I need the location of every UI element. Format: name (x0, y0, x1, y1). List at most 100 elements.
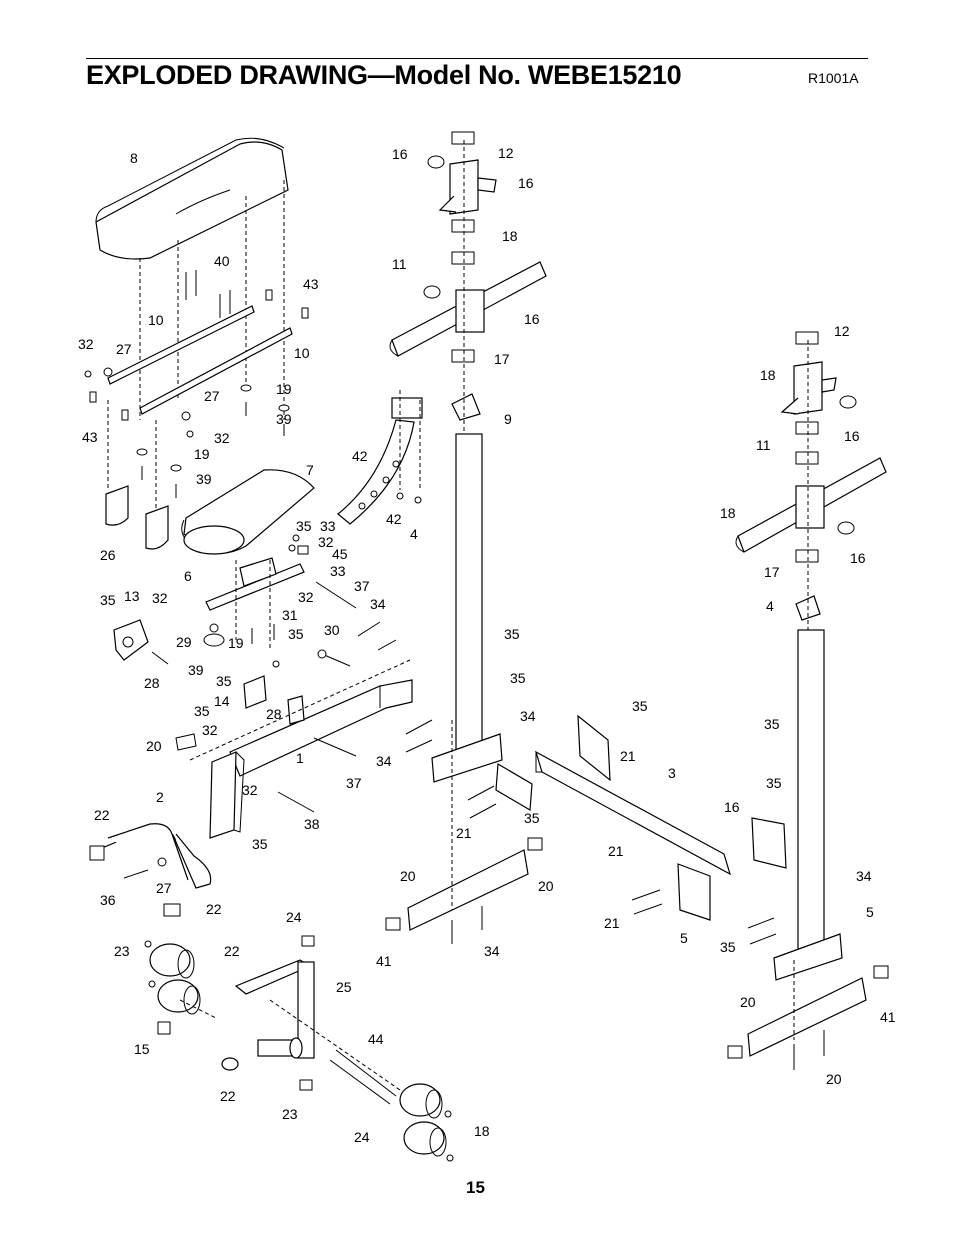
part-callout-32: 32 (78, 336, 94, 352)
part-callout-22: 22 (224, 943, 240, 959)
part-callout-35: 35 (216, 673, 232, 689)
part-callout-33: 33 (320, 518, 336, 534)
part-callout-1: 1 (296, 750, 304, 766)
seat-brackets-26 (105, 485, 169, 550)
part-callout-18: 18 (502, 228, 518, 244)
bolts-40 (185, 270, 231, 318)
part-callout-20: 20 (400, 868, 416, 884)
drawing-code: R1001A (808, 70, 859, 86)
header-rule (86, 58, 868, 59)
part-callout-30: 30 (324, 622, 340, 638)
part-callout-32: 32 (214, 430, 230, 446)
part-callout-35: 35 (252, 836, 268, 852)
part-callout-14: 14 (214, 693, 230, 709)
part-callout-34: 34 (520, 708, 536, 724)
part-callout-35: 35 (510, 670, 526, 686)
part-callout-8: 8 (130, 150, 138, 166)
part-callout-21: 21 (620, 748, 636, 764)
part-callout-16: 16 (524, 311, 540, 327)
part-callout-31: 31 (282, 607, 298, 623)
part-callout-18: 18 (720, 505, 736, 521)
part-callout-19: 19 (276, 381, 292, 397)
support-2 (89, 823, 212, 917)
part-callout-18: 18 (474, 1123, 490, 1139)
part-callout-37: 37 (346, 775, 362, 791)
part-callout-4: 4 (766, 598, 774, 614)
part-callout-32: 32 (242, 782, 258, 798)
part-callout-29: 29 (176, 634, 192, 650)
part-callout-21: 21 (604, 915, 620, 931)
upright-4-center (431, 433, 503, 783)
part-callout-26: 26 (100, 547, 116, 563)
part-callout-10: 10 (294, 345, 310, 361)
part-callout-40: 40 (214, 253, 230, 269)
bolts-34 (357, 621, 777, 945)
upper-bracket-12 (423, 131, 497, 299)
part-callout-43: 43 (303, 276, 319, 292)
part-callout-10: 10 (148, 312, 164, 328)
part-callout-17: 17 (764, 564, 780, 580)
part-callout-41: 41 (376, 953, 392, 969)
part-callout-41: 41 (880, 1009, 896, 1025)
part-callout-11: 11 (392, 256, 407, 272)
part-callout-27: 27 (204, 388, 220, 404)
part-callout-16: 16 (844, 428, 860, 444)
part-callout-2: 2 (156, 789, 164, 805)
part-callout-19: 19 (194, 446, 210, 462)
part-callout-37: 37 (354, 578, 370, 594)
part-callout-38: 38 (304, 816, 320, 832)
right-crossbar-11 (735, 457, 887, 553)
part-callout-35: 35 (504, 626, 520, 642)
part-callout-35: 35 (766, 775, 782, 791)
part-callout-39: 39 (188, 662, 204, 678)
part-callout-12: 12 (834, 323, 850, 339)
knob-29 (203, 623, 225, 647)
part-callout-34: 34 (370, 596, 386, 612)
part-callout-34: 34 (376, 753, 392, 769)
right-bracket-12 (780, 331, 857, 535)
part-callout-25: 25 (336, 979, 352, 995)
part-callout-39: 39 (276, 411, 292, 427)
part-callout-16: 16 (724, 799, 740, 815)
upright-4-right (773, 629, 843, 981)
part-callout-11: 11 (756, 437, 771, 453)
bracket-13 (113, 619, 149, 661)
part-callout-20: 20 (826, 1071, 842, 1087)
part-callout-42: 42 (386, 511, 402, 527)
part-callout-45: 45 (332, 546, 348, 562)
part-callout-44: 44 (368, 1031, 384, 1047)
part-callout-35: 35 (296, 518, 312, 534)
part-callout-23: 23 (114, 943, 130, 959)
part-callout-35: 35 (632, 698, 648, 714)
seat-rails (107, 305, 293, 415)
part-callout-16: 16 (850, 550, 866, 566)
part-callout-22: 22 (94, 807, 110, 823)
part-callout-12: 12 (498, 145, 514, 161)
part-callout-35: 35 (764, 716, 780, 732)
curl-arm-9 (337, 397, 423, 525)
part-callout-27: 27 (156, 880, 172, 896)
part-callout-39: 39 (196, 471, 212, 487)
part-callout-20: 20 (538, 878, 554, 894)
crossbar-11 (389, 261, 547, 357)
part-callout-20: 20 (146, 738, 162, 754)
part-callout-21: 21 (456, 825, 472, 841)
part-callout-34: 34 (856, 868, 872, 884)
part-callout-9: 9 (504, 411, 512, 427)
part-callout-32: 32 (202, 722, 218, 738)
part-callout-32: 32 (152, 590, 168, 606)
part-callout-32: 32 (298, 589, 314, 605)
part-callout-17: 17 (494, 351, 510, 367)
part-callout-16: 16 (518, 175, 534, 191)
part-callout-28: 28 (266, 706, 282, 722)
part-callout-19: 19 (228, 635, 244, 651)
part-callout-24: 24 (354, 1129, 370, 1145)
part-callout-24: 24 (286, 909, 302, 925)
part-callout-35: 35 (524, 810, 540, 826)
washers-19 (136, 384, 290, 498)
part-callout-32: 32 (318, 534, 334, 550)
part-callout-35: 35 (100, 592, 116, 608)
part-callout-7: 7 (306, 462, 314, 478)
